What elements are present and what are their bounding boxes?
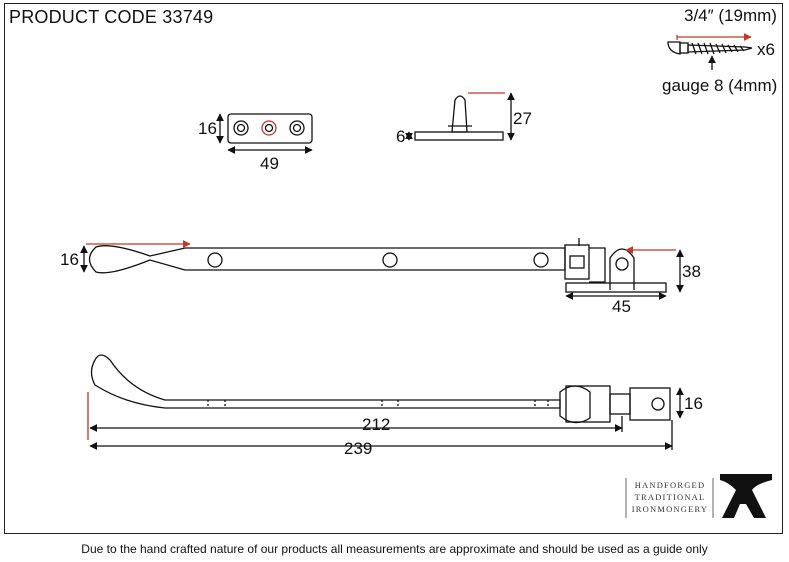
keep-plate-width-label: 49 xyxy=(260,154,279,173)
product-code-title: PRODUCT CODE 33749 xyxy=(9,7,214,27)
brand-text: HANDFORGED TRADITIONAL IRONMONGERY xyxy=(628,479,712,515)
drawing-frame xyxy=(4,3,783,534)
screw-length-label: 3/4″ (19mm) xyxy=(684,6,777,25)
stay-total-length-label: 239 xyxy=(344,439,373,458)
casement-stay-side-view xyxy=(87,354,684,450)
pin-height-label: 27 xyxy=(513,109,532,128)
anvil-logo xyxy=(720,474,772,518)
keep-plate-height-label: 16 xyxy=(198,119,217,138)
stay-inner-length-label: 212 xyxy=(362,415,391,434)
brand-line-1: HANDFORGED xyxy=(634,480,706,490)
screw-quantity-label: x6 xyxy=(757,40,775,59)
keep-plate-icon xyxy=(216,113,313,154)
disclaimer-text: Due to the hand crafted nature of our pr… xyxy=(81,542,708,556)
stay-pin-icon xyxy=(405,92,515,141)
screw-icon xyxy=(667,33,753,70)
stay-side-height-label: 16 xyxy=(684,394,703,413)
bracket-width-label: 45 xyxy=(612,297,631,316)
brand-line-2: TRADITIONAL xyxy=(634,492,706,502)
bracket-height-label: 38 xyxy=(682,262,701,281)
pin-base-label: 6 xyxy=(396,127,406,146)
brand-line-3: IRONMONGERY xyxy=(631,504,709,514)
stay-top-height-label: 16 xyxy=(60,250,79,269)
casement-stay-top-view xyxy=(80,238,684,300)
screw-gauge-label: gauge 8 (4mm) xyxy=(662,76,778,95)
